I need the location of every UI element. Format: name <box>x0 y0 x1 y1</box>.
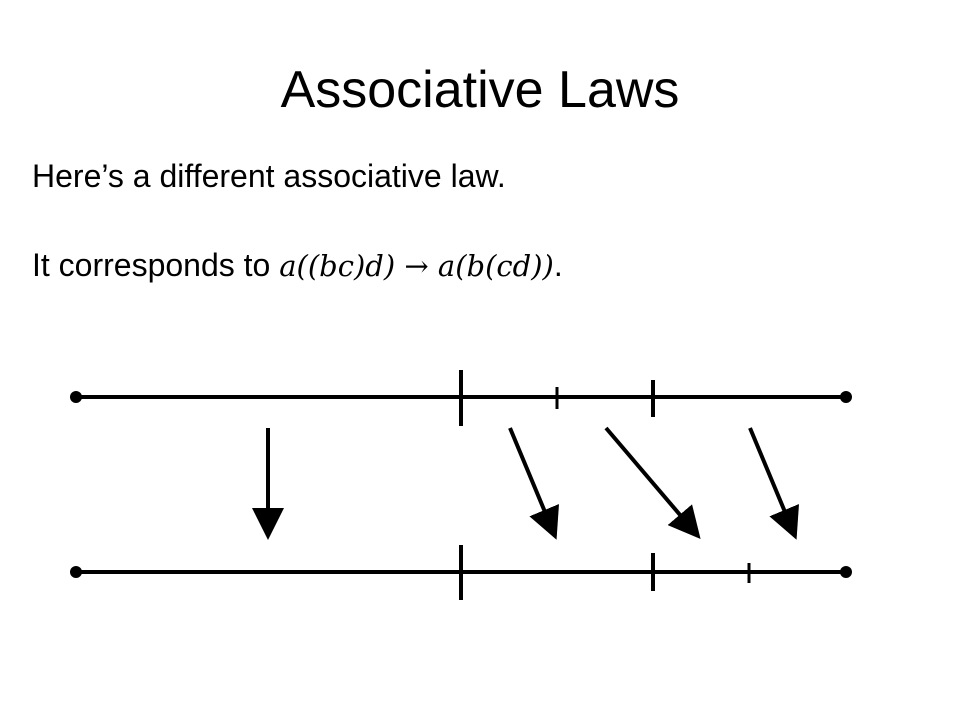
correspondence-prefix: It corresponds to <box>32 247 280 283</box>
arrow-b <box>508 427 559 540</box>
bottom-right-endpoint <box>840 566 852 578</box>
formula: a((bc)d) → a(b(cd)) <box>279 249 554 283</box>
slide-title: Associative Laws <box>280 61 680 119</box>
arrow-c <box>604 426 701 540</box>
formula-lhs: a((bc)d) <box>279 249 396 283</box>
top-right-endpoint <box>840 391 852 403</box>
correspondence-text: It corresponds to a((bc)d) → a(b(cd)). <box>32 245 563 286</box>
arrow-d <box>748 427 799 540</box>
bottom-left-endpoint <box>70 566 82 578</box>
formula-period: . <box>553 247 563 283</box>
formula-rhs: a(b(cd)) <box>437 249 554 283</box>
formula-arrow: → <box>404 249 429 283</box>
top-left-endpoint <box>70 391 82 403</box>
intro-text: Here’s a different associative law. <box>32 158 506 194</box>
